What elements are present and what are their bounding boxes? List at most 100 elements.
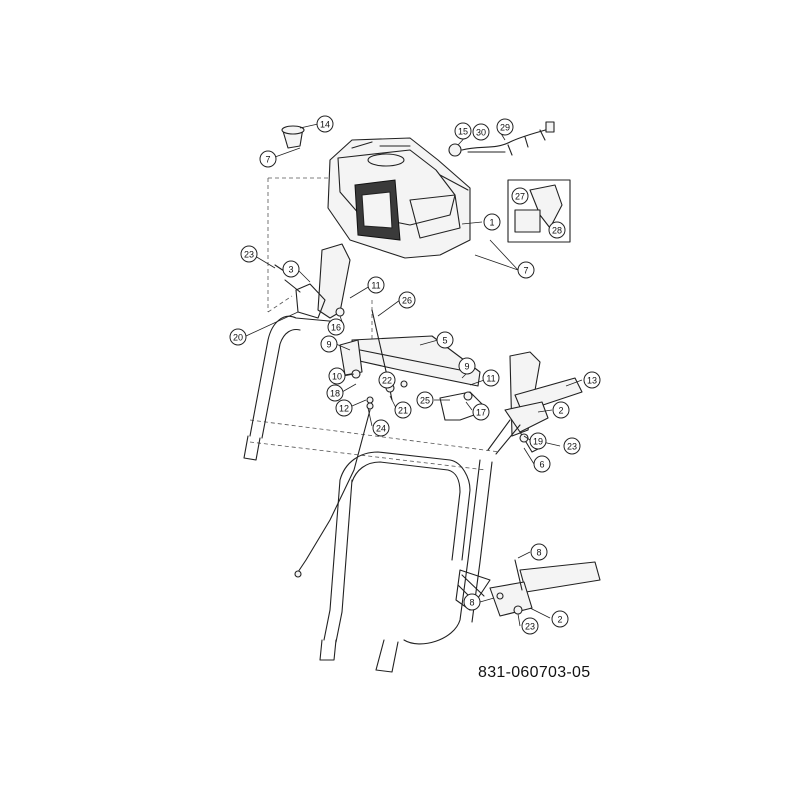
callout-circle: [511, 187, 529, 205]
callout-27: 27: [511, 187, 529, 205]
callout-7: 7: [259, 150, 277, 168]
callout-13: 13: [583, 371, 601, 389]
callout-circle: [533, 455, 551, 473]
callout-circle: [320, 335, 338, 353]
lower-right-grip: [455, 559, 601, 617]
left-upper-handle: [274, 243, 351, 319]
callout-label: 18: [330, 389, 340, 399]
callout-2: 2: [551, 610, 569, 628]
callout-10: 10: [328, 367, 346, 385]
callout-6: 6: [533, 455, 551, 473]
callout-circle: [367, 276, 385, 294]
callout-22: 22: [378, 371, 396, 389]
callout-circle: [316, 115, 334, 133]
callout-circle: [563, 437, 581, 455]
shield-inset-box: [507, 179, 571, 243]
callout-circle: [472, 403, 490, 421]
callout-23: 23: [563, 437, 581, 455]
callout-circle: [436, 331, 454, 349]
callout-26: 26: [398, 291, 416, 309]
callout-label: 15: [458, 127, 468, 137]
wire-harness: [448, 121, 555, 157]
callout-30: 30: [472, 123, 490, 141]
callout-label: 7: [265, 155, 270, 165]
callout-15: 15: [454, 122, 472, 140]
callout-11: 11: [367, 276, 385, 294]
callout-14: 14: [316, 115, 334, 133]
callout-circle: [229, 328, 247, 346]
callout-circle: [454, 122, 472, 140]
callout-circle: [259, 150, 277, 168]
callout-label: 19: [533, 437, 543, 447]
callout-circle: [548, 221, 566, 239]
callout-circle: [282, 260, 300, 278]
callout-9: 9: [320, 335, 338, 353]
callout-8: 8: [463, 593, 481, 611]
callout-circle: [394, 401, 412, 419]
callout-label: 22: [382, 376, 392, 386]
callout-label: 30: [476, 128, 486, 138]
callout-label: 11: [371, 281, 380, 291]
callout-label: 16: [331, 323, 341, 333]
callout-11: 11: [482, 369, 500, 387]
callout-label: 23: [525, 622, 535, 632]
callout-23: 23: [521, 617, 539, 635]
callout-label: 26: [402, 296, 412, 306]
callout-circle: [482, 369, 500, 387]
callout-label: 2: [557, 615, 562, 625]
callout-label: 23: [244, 250, 254, 260]
callout-label: 24: [376, 424, 386, 434]
callout-label: 23: [567, 442, 577, 452]
callout-5: 5: [436, 331, 454, 349]
callout-19: 19: [529, 432, 547, 450]
callout-label: 25: [420, 396, 430, 406]
callout-7: 7: [517, 261, 535, 279]
callout-circle: [463, 593, 481, 611]
callout-21: 21: [394, 401, 412, 419]
drawing-number: 831-060703-05: [478, 664, 591, 681]
callout-label: 3: [288, 265, 293, 275]
callout-12: 12: [335, 399, 353, 417]
callout-circle: [530, 543, 548, 561]
callout-18: 18: [326, 384, 344, 402]
callout-16: 16: [327, 318, 345, 336]
callout-label: 17: [476, 408, 486, 418]
callout-28: 28: [548, 221, 566, 239]
callout-circle: [416, 391, 434, 409]
callout-label: 8: [536, 548, 541, 558]
callout-label: 10: [332, 372, 342, 382]
callout-circle: [378, 371, 396, 389]
callout-circle: [483, 213, 501, 231]
callout-circle: [551, 610, 569, 628]
callout-label: 6: [539, 460, 544, 470]
assembly-guide-lines: [249, 177, 501, 471]
callout-circle: [517, 261, 535, 279]
callout-23: 23: [240, 245, 258, 263]
callout-label: 12: [339, 404, 349, 414]
callout-17: 17: [472, 403, 490, 421]
callout-circle: [529, 432, 547, 450]
callout-circle: [335, 399, 353, 417]
callout-label: 1: [489, 218, 494, 228]
callout-label: 2: [558, 406, 563, 416]
callout-25: 25: [416, 391, 434, 409]
callout-circle: [327, 318, 345, 336]
callout-circle: [521, 617, 539, 635]
callout-label: 8: [469, 598, 474, 608]
right-upper-handle: [504, 351, 583, 453]
callout-label: 28: [552, 226, 562, 236]
callout-label: 20: [233, 333, 243, 343]
callout-label: 11: [486, 374, 495, 384]
callout-9: 9: [458, 357, 476, 375]
callout-circle: [472, 123, 490, 141]
callout-circle: [398, 291, 416, 309]
callout-label: 14: [320, 120, 330, 130]
callout-24: 24: [372, 419, 390, 437]
callout-29: 29: [496, 118, 514, 136]
dashboard-console: [327, 137, 471, 259]
callout-3: 3: [282, 260, 300, 278]
callout-label: 7: [523, 266, 528, 276]
callout-label: 29: [500, 123, 510, 133]
